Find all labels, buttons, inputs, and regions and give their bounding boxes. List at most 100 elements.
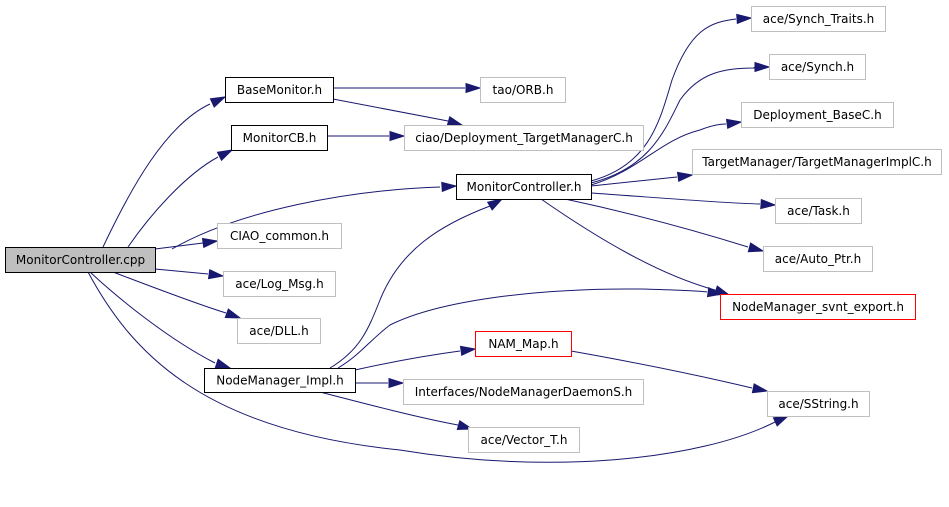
edge-root-to-log_msg	[154, 268, 225, 280]
node-label: ace/Vector_T.h	[481, 433, 568, 447]
node-tm-impl: TargetManager/TargetManagerImplC.h	[692, 149, 942, 175]
arrowhead-icon	[459, 345, 477, 357]
edge-root-to-dll	[112, 271, 242, 319]
node-box	[741, 102, 894, 128]
edge-basemonitor-to-tao_orb	[333, 82, 482, 94]
edge-monitorcontroller_h-to-tm_impl	[590, 171, 694, 187]
node-monitorcb[interactable]: MonitorCB.h	[231, 125, 328, 151]
node-box	[231, 125, 328, 151]
node-box	[404, 125, 644, 151]
node-monitorcontroller-h[interactable]: MonitorController.h	[456, 174, 592, 200]
arrowhead-icon	[446, 116, 464, 127]
edge-line	[540, 198, 716, 291]
edge-nodemanager_impl-to-monitorcontroller_h	[329, 198, 504, 369]
node-box	[223, 271, 336, 297]
node-basemonitor[interactable]: BaseMonitor.h	[225, 77, 334, 103]
arrowhead-icon	[736, 13, 753, 25]
edge-nodemanager_impl-to-nmd_s	[355, 377, 405, 389]
node-box	[763, 246, 873, 272]
edge-line	[87, 271, 776, 463]
arrowhead-icon	[676, 171, 694, 183]
node-svnt-export: NodeManager_svnt_export.h	[720, 294, 916, 320]
arrowhead-icon	[465, 82, 482, 94]
edge-line	[590, 192, 761, 205]
node-box	[751, 6, 886, 32]
node-box	[468, 427, 580, 453]
edge-line	[354, 350, 461, 371]
edge-monitorcontroller_h-to-synch	[590, 61, 771, 184]
arrowhead-icon	[388, 377, 405, 389]
edge-line	[112, 271, 227, 314]
node-label: ace/Synch_Traits.h	[763, 12, 874, 26]
edge-basemonitor-to-deploy_tm	[332, 98, 464, 127]
node-box	[204, 368, 356, 393]
edge-line	[590, 67, 755, 184]
node-box	[237, 318, 321, 344]
arrowhead-icon	[747, 242, 765, 253]
edge-root-to-monitorcontroller_h	[171, 181, 458, 250]
edge-line	[564, 198, 749, 248]
arrowhead-icon	[441, 181, 458, 193]
edge-root-to-nodemanager_impl	[89, 271, 232, 369]
node-label: TargetManager/TargetManagerImplC.h	[701, 155, 931, 169]
edge-line	[154, 268, 209, 275]
node-box	[403, 379, 644, 405]
arrowhead-icon	[216, 149, 234, 162]
node-tao-orb: tao/ORB.h	[480, 77, 566, 103]
node-synch-traits: ace/Synch_Traits.h	[751, 6, 886, 32]
arrowhead-icon	[201, 237, 219, 249]
edge-monitorcontroller_h-to-deploy_base	[590, 118, 743, 186]
edge-root-to-basemonitor	[102, 96, 227, 248]
edge-nodemanager_impl-to-nam_map	[354, 345, 477, 371]
node-label: ace/SString.h	[778, 397, 858, 411]
edge-line	[319, 391, 459, 426]
edge-line	[127, 156, 219, 248]
node-box	[720, 294, 916, 320]
edge-monitorcontroller_h-to-synch_traits	[590, 13, 753, 182]
node-label: MonitorCB.h	[243, 131, 317, 145]
edge-line	[590, 176, 678, 187]
node-nodemanager-impl[interactable]: NodeManager_Impl.h	[204, 368, 356, 393]
node-label: MonitorController.cpp	[16, 253, 145, 267]
node-box	[225, 77, 334, 103]
edge-line	[590, 18, 737, 182]
arrowhead-icon	[486, 198, 504, 211]
arrowhead-icon	[389, 130, 406, 142]
arrowhead-icon	[214, 358, 232, 369]
edge-monitorcontroller_h-to-svnt_export	[540, 198, 731, 296]
node-sstring: ace/SString.h	[767, 391, 870, 417]
node-box	[5, 247, 156, 273]
node-label: NodeManager_Impl.h	[216, 374, 344, 388]
edge-line	[154, 242, 204, 250]
node-box	[692, 149, 942, 175]
node-deploy-base: Deployment_BaseC.h	[741, 102, 894, 128]
arrowhead-icon	[209, 96, 227, 108]
edge-line	[89, 271, 216, 364]
node-log-msg: ace/Log_Msg.h	[223, 271, 336, 297]
edge-line	[329, 205, 491, 369]
edge-monitorcontroller_h-to-auto_ptr	[564, 198, 765, 253]
node-box	[456, 174, 592, 200]
edge-line	[332, 98, 449, 122]
node-root[interactable]: MonitorController.cpp	[5, 247, 156, 273]
node-nam-map: NAM_Map.h	[475, 331, 572, 357]
edge-root-to-ciao_common	[154, 237, 219, 250]
edge-root-to-monitorcb	[127, 149, 234, 248]
arrowhead-icon	[207, 268, 225, 280]
node-deploy-tm: ciao/Deployment_TargetManagerC.h	[404, 125, 644, 151]
node-label: BaseMonitor.h	[237, 83, 322, 97]
node-label: ace/Log_Msg.h	[235, 277, 323, 291]
arrowhead-icon	[751, 383, 769, 394]
node-nmd-s: Interfaces/NodeManagerDaemonS.h	[403, 379, 644, 405]
edge-nodemanager_impl-to-svnt_export	[337, 286, 724, 369]
edge-line	[171, 186, 441, 250]
edge-monitorcontroller_h-to-task	[590, 192, 777, 210]
node-box	[769, 54, 866, 80]
node-label: Deployment_BaseC.h	[753, 108, 881, 122]
node-box	[775, 198, 862, 224]
node-auto-ptr: ace/Auto_Ptr.h	[763, 246, 873, 272]
arrowhead-icon	[706, 286, 724, 298]
node-task: ace/Task.h	[775, 198, 862, 224]
edge-line	[337, 288, 708, 369]
node-label: MonitorController.h	[467, 180, 582, 194]
